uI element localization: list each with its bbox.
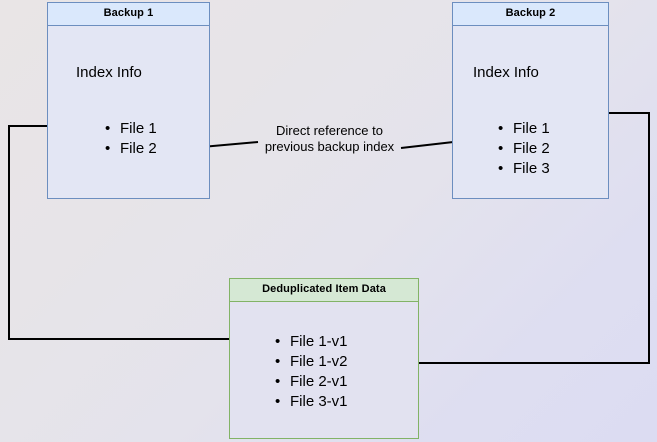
list-item: File 2-v1 xyxy=(275,372,348,392)
backup-2-index-info-label: Index Info xyxy=(473,64,539,81)
node-backup-2-header: Backup 2 xyxy=(453,3,608,26)
backup-1-index-info-label: Index Info xyxy=(76,64,142,81)
list-item: File 1-v2 xyxy=(275,352,348,372)
node-backup-2[interactable]: Backup 2 Index Info File 1 File 2 File 3 xyxy=(452,2,609,199)
backup-2-file-list: File 1 File 2 File 3 xyxy=(498,119,550,179)
list-item: File 1 xyxy=(105,119,157,139)
list-item: File 1-v1 xyxy=(275,332,348,352)
dedup-file-list: File 1-v1 File 1-v2 File 2-v1 File 3-v1 xyxy=(275,332,348,412)
node-backup-1[interactable]: Backup 1 Index Info File 1 File 2 xyxy=(47,2,210,199)
list-item: File 2 xyxy=(105,139,157,159)
node-deduplicated-item-data[interactable]: Deduplicated Item Data File 1-v1 File 1-… xyxy=(229,278,419,439)
list-item: File 2 xyxy=(498,139,550,159)
node-dedup-body: File 1-v1 File 1-v2 File 2-v1 File 3-v1 xyxy=(230,302,418,438)
list-item: File 1 xyxy=(498,119,550,139)
list-item: File 3 xyxy=(498,159,550,179)
node-backup-1-header: Backup 1 xyxy=(48,3,209,26)
backup-1-file-list: File 1 File 2 xyxy=(105,119,157,159)
edge-label-direct-reference: Direct reference to previous backup inde… xyxy=(264,123,395,154)
node-dedup-header: Deduplicated Item Data xyxy=(230,279,418,302)
list-item: File 3-v1 xyxy=(275,392,348,412)
node-backup-1-body: Index Info File 1 File 2 xyxy=(48,26,209,198)
node-backup-2-body: Index Info File 1 File 2 File 3 xyxy=(453,26,608,198)
